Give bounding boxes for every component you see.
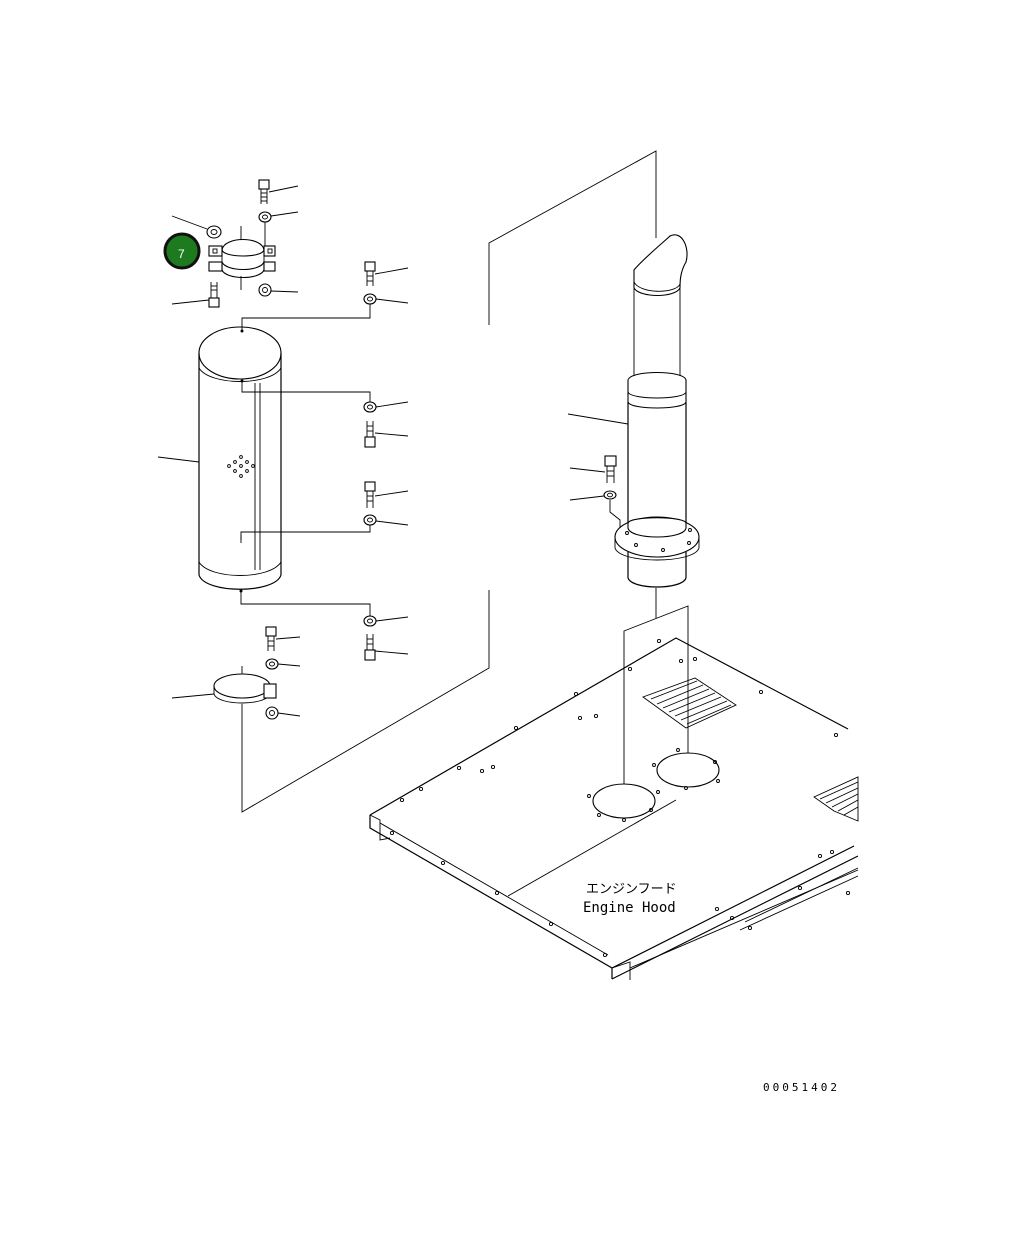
washer-icon — [265, 658, 279, 670]
callout-number: 7 — [178, 247, 185, 261]
drawing-number: 00051402 — [763, 1081, 840, 1094]
vent-grille — [813, 776, 859, 822]
bolt-icon — [364, 261, 376, 286]
washer-icon — [258, 211, 272, 223]
nut-icon — [258, 283, 272, 297]
hood-label-jp: エンジンフード — [586, 882, 677, 897]
bolt-icon — [364, 421, 376, 448]
vent-grille — [642, 677, 737, 729]
nut-icon — [265, 706, 279, 720]
bolt-icon — [364, 634, 376, 661]
washer-icon — [363, 401, 377, 413]
vent-dots — [227, 455, 255, 478]
washer-icon — [603, 490, 617, 500]
muffler-icon — [198, 326, 282, 593]
bolt-icon — [258, 179, 270, 204]
bolt-icon — [604, 455, 617, 483]
exhaust-pipe-icon — [614, 234, 700, 588]
bottom-clamp-icon — [213, 626, 301, 720]
washer-icon — [363, 615, 377, 627]
callout-badge[interactable]: 7 — [163, 232, 201, 270]
top-clamp-icon — [171, 179, 299, 308]
nut-icon — [206, 225, 222, 239]
engine-hood-icon — [369, 637, 859, 980]
bolt-icon — [364, 481, 376, 508]
washer-icon — [363, 293, 377, 305]
hood-label-en: Engine Hood — [583, 900, 676, 916]
bolt-icon — [208, 282, 220, 308]
callout-circle[interactable] — [163, 232, 201, 270]
bolt-icon — [265, 626, 277, 651]
washer-icon — [363, 514, 377, 526]
